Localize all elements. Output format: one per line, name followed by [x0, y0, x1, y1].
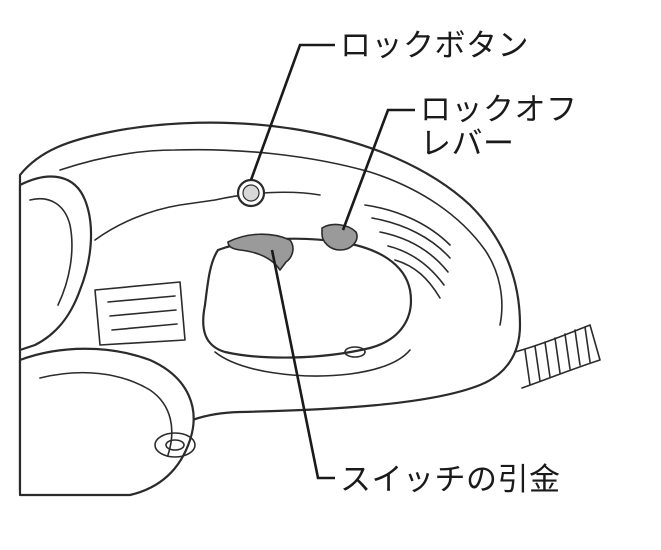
front-grip	[18, 175, 196, 497]
label-lock-button: ロックボタン	[340, 28, 529, 64]
lower-vent	[94, 281, 186, 346]
label-lock-off-lever-line2: レバー	[420, 126, 515, 162]
lock-button-leader	[249, 43, 335, 181]
leader-lines	[249, 43, 415, 480]
lock-off-lever-leader	[341, 108, 415, 231]
label-switch-trigger: スイッチの引金	[340, 462, 561, 498]
switch-trigger-leader	[270, 249, 335, 480]
switch-trigger-part	[227, 233, 294, 271]
lock-button-part	[236, 178, 266, 208]
power-cord	[514, 324, 601, 389]
vent-grille	[364, 204, 451, 299]
lock-off-lever-part	[321, 223, 358, 251]
label-lock-off-lever-line1: ロックオフ	[420, 92, 578, 128]
